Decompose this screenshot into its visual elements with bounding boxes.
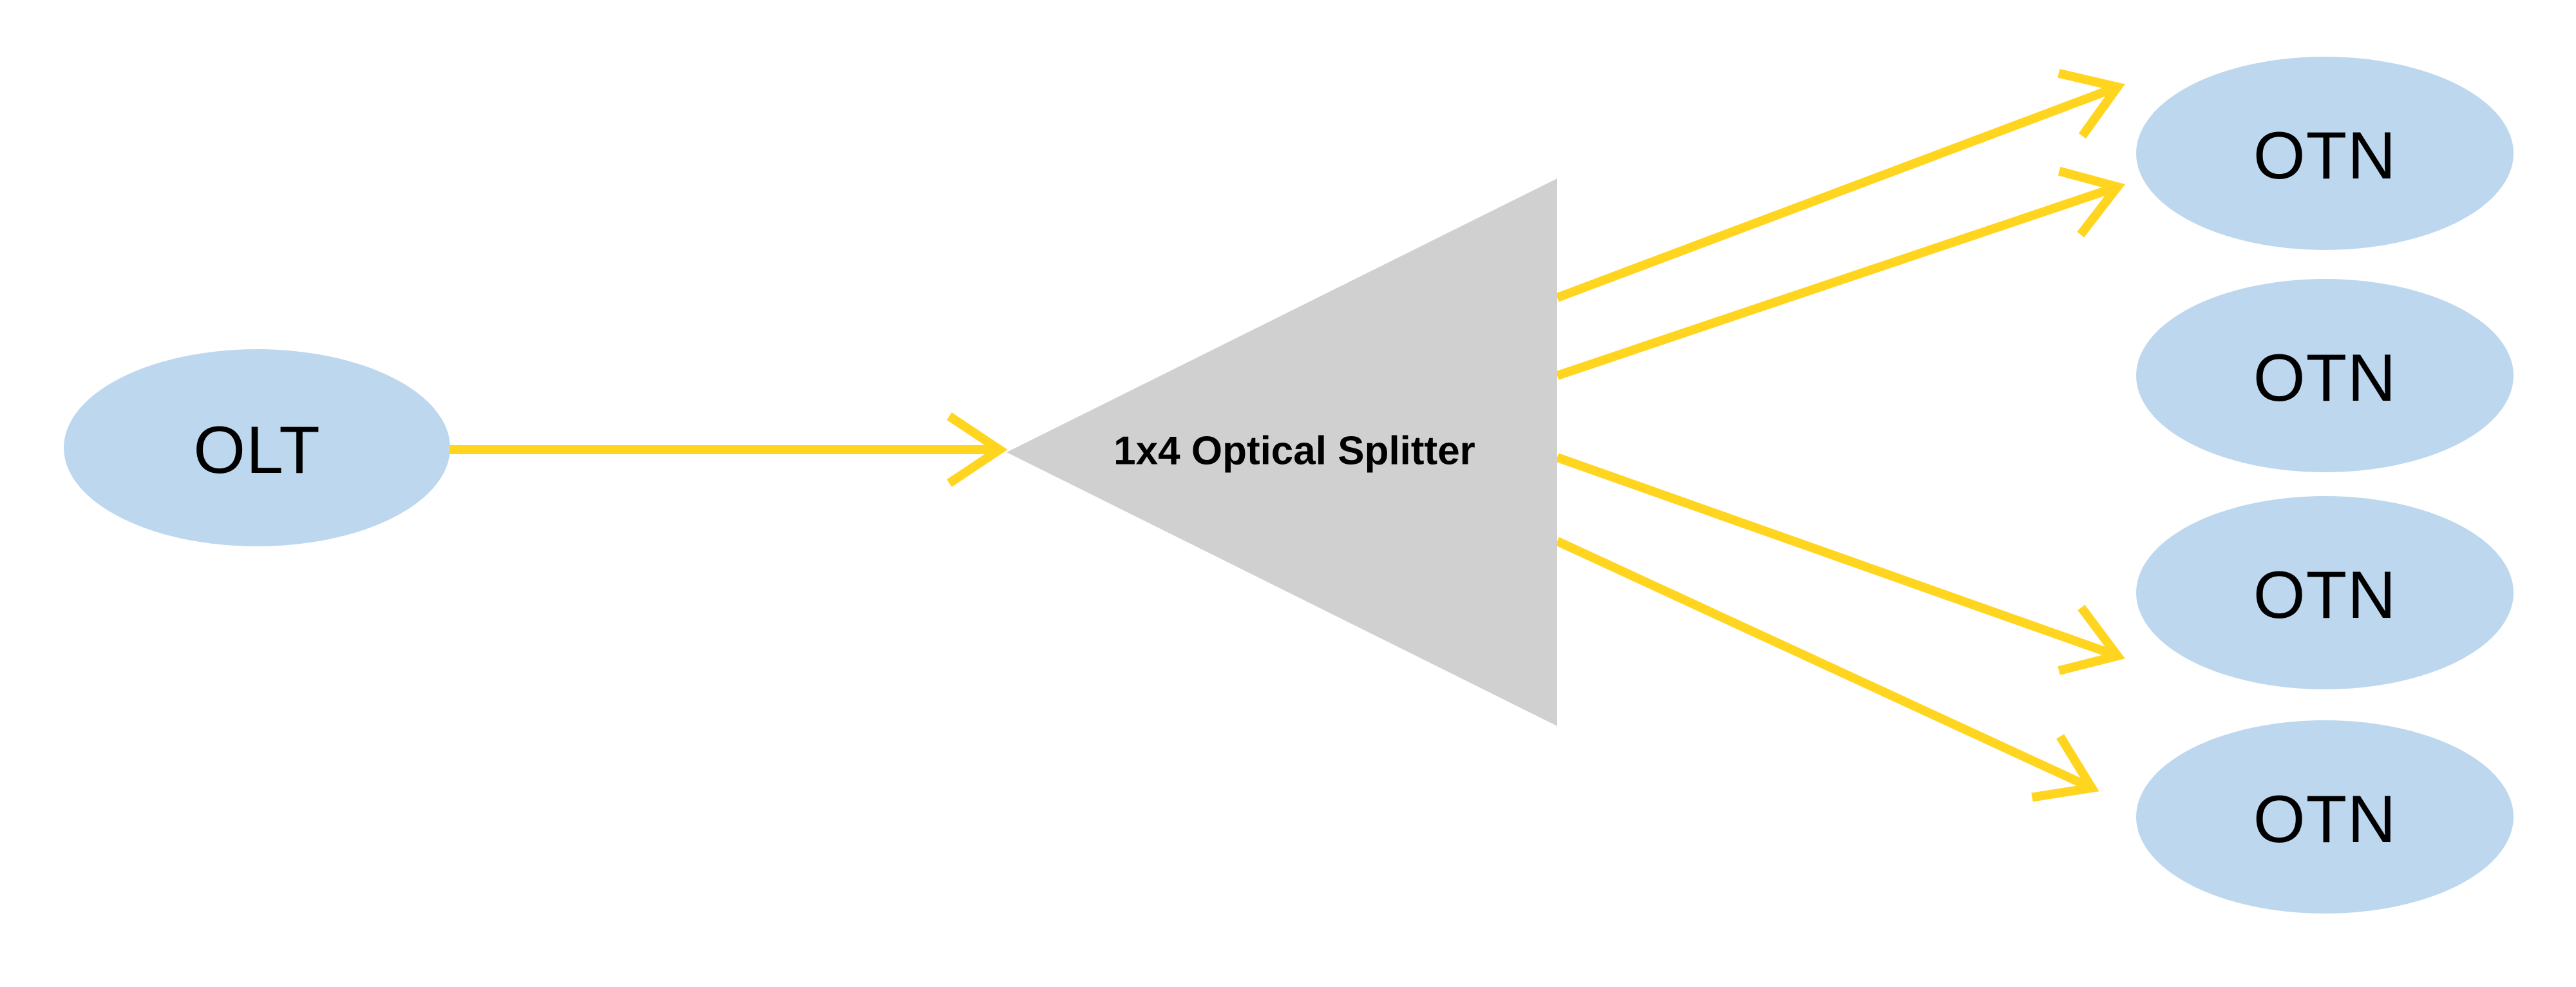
arrowhead-icon xyxy=(2058,604,2125,675)
olt-label: OLT xyxy=(193,413,321,488)
otn-ellipse-shape xyxy=(2136,720,2514,914)
node-otn-3[interactable]: OTN xyxy=(2136,496,2514,689)
link-splitter-to-otn-2[interactable] xyxy=(1555,166,2125,380)
link-line xyxy=(1555,82,2119,302)
link-splitter-to-otn-3[interactable] xyxy=(1555,453,2125,675)
otn-ellipse-shape xyxy=(2136,57,2514,250)
link-line xyxy=(1555,453,2119,660)
otn-label: OTN xyxy=(2253,341,2397,416)
link-line xyxy=(1555,182,2119,380)
arrowhead-icon xyxy=(2031,734,2099,802)
link-splitter-to-otn-1[interactable] xyxy=(1555,68,2125,302)
arrowhead-icon xyxy=(2058,166,2125,238)
link-splitter-to-otn-4[interactable] xyxy=(1555,537,2099,802)
olt-ellipse-shape xyxy=(64,349,450,546)
node-splitter[interactable]: 1x4 Optical Splitter xyxy=(1007,178,1557,726)
splitter-triangle-shape xyxy=(1007,178,1557,726)
otn-label: OTN xyxy=(2253,119,2397,193)
node-otn-4[interactable]: OTN xyxy=(2136,720,2514,914)
otn-ellipse-shape xyxy=(2136,496,2514,689)
arrowhead-icon xyxy=(947,412,1008,487)
otn-label: OTN xyxy=(2253,782,2397,857)
node-otn-2[interactable]: OTN xyxy=(2136,279,2514,472)
splitter-label: 1x4 Optical Splitter xyxy=(1113,429,1475,474)
link-olt-to-splitter[interactable] xyxy=(444,412,1008,487)
node-olt[interactable]: OLT xyxy=(64,349,450,546)
node-otn-1[interactable]: OTN xyxy=(2136,57,2514,250)
otn-ellipse-shape xyxy=(2136,279,2514,472)
otn-label: OTN xyxy=(2253,558,2397,633)
arrowhead-icon xyxy=(2058,68,2125,139)
links-layer xyxy=(444,68,2125,802)
link-line xyxy=(1555,537,2094,792)
